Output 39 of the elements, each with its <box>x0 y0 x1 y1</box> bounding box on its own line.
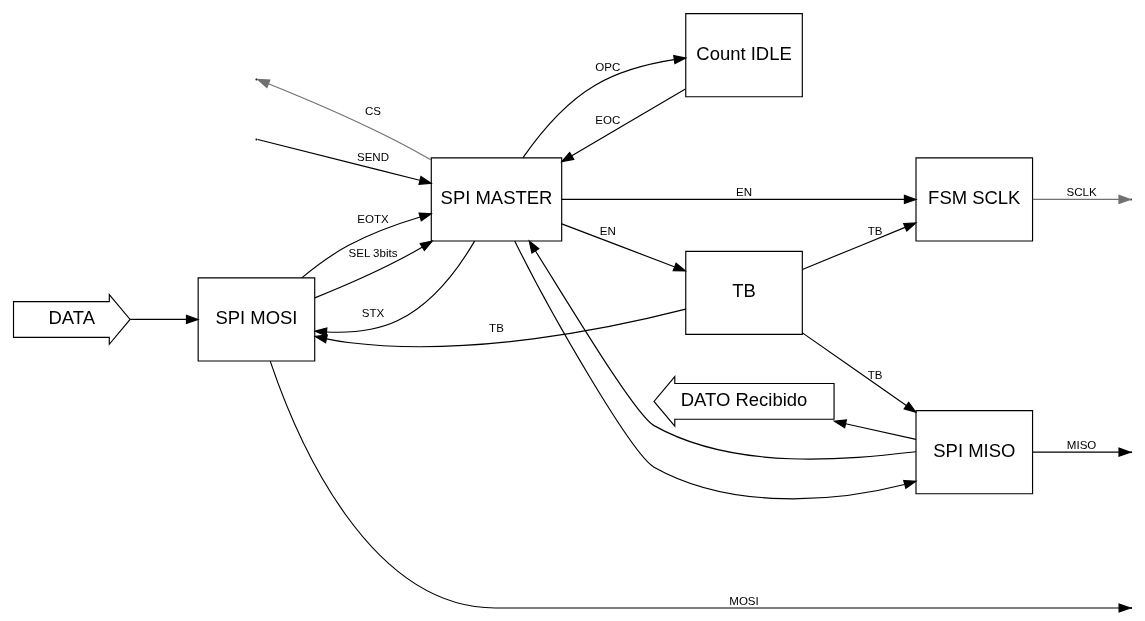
arrow <box>801 331 918 413</box>
edge-label: MISO <box>1066 438 1097 451</box>
edge-label: SCLK <box>1066 185 1097 198</box>
arrow <box>129 314 200 324</box>
arrow <box>561 194 918 204</box>
edge-label: EN <box>599 224 616 237</box>
edge-label: EN <box>736 185 753 198</box>
arrow <box>269 360 1133 613</box>
arrow <box>514 239 918 499</box>
edge-label: SEND <box>356 150 390 163</box>
edge-label: CS <box>364 104 382 117</box>
edge-label: TB <box>489 321 504 334</box>
arrow <box>256 78 432 160</box>
arrow <box>528 239 917 460</box>
arrow <box>1032 446 1133 457</box>
edge-label: STX <box>361 306 385 319</box>
arrow <box>522 54 688 158</box>
node-box: FSM SCLK <box>915 156 1034 242</box>
edge-label: TB <box>867 368 883 381</box>
node-box: SPI MASTER <box>430 156 563 242</box>
arrow <box>313 240 476 337</box>
edge-label: EOTX <box>357 212 389 225</box>
edge-label: SEL 3bits <box>348 246 398 259</box>
arrow <box>561 222 688 272</box>
edge-label: EOC <box>595 113 621 126</box>
node-box: SPI MOSI <box>197 276 316 362</box>
node-box: Count IDLE <box>685 12 803 97</box>
edge-label: MOSI <box>729 594 759 607</box>
arrow <box>314 239 434 298</box>
arrow <box>560 87 686 163</box>
arrow <box>257 138 433 185</box>
node-box: TB <box>685 250 803 335</box>
edge-label: OPC <box>595 60 621 73</box>
node-box: SPI MISO <box>915 409 1034 494</box>
edge-label: TB <box>867 224 883 237</box>
arrow <box>801 221 918 270</box>
arrow <box>832 418 917 440</box>
arrow <box>301 212 433 278</box>
arrow <box>313 308 687 347</box>
